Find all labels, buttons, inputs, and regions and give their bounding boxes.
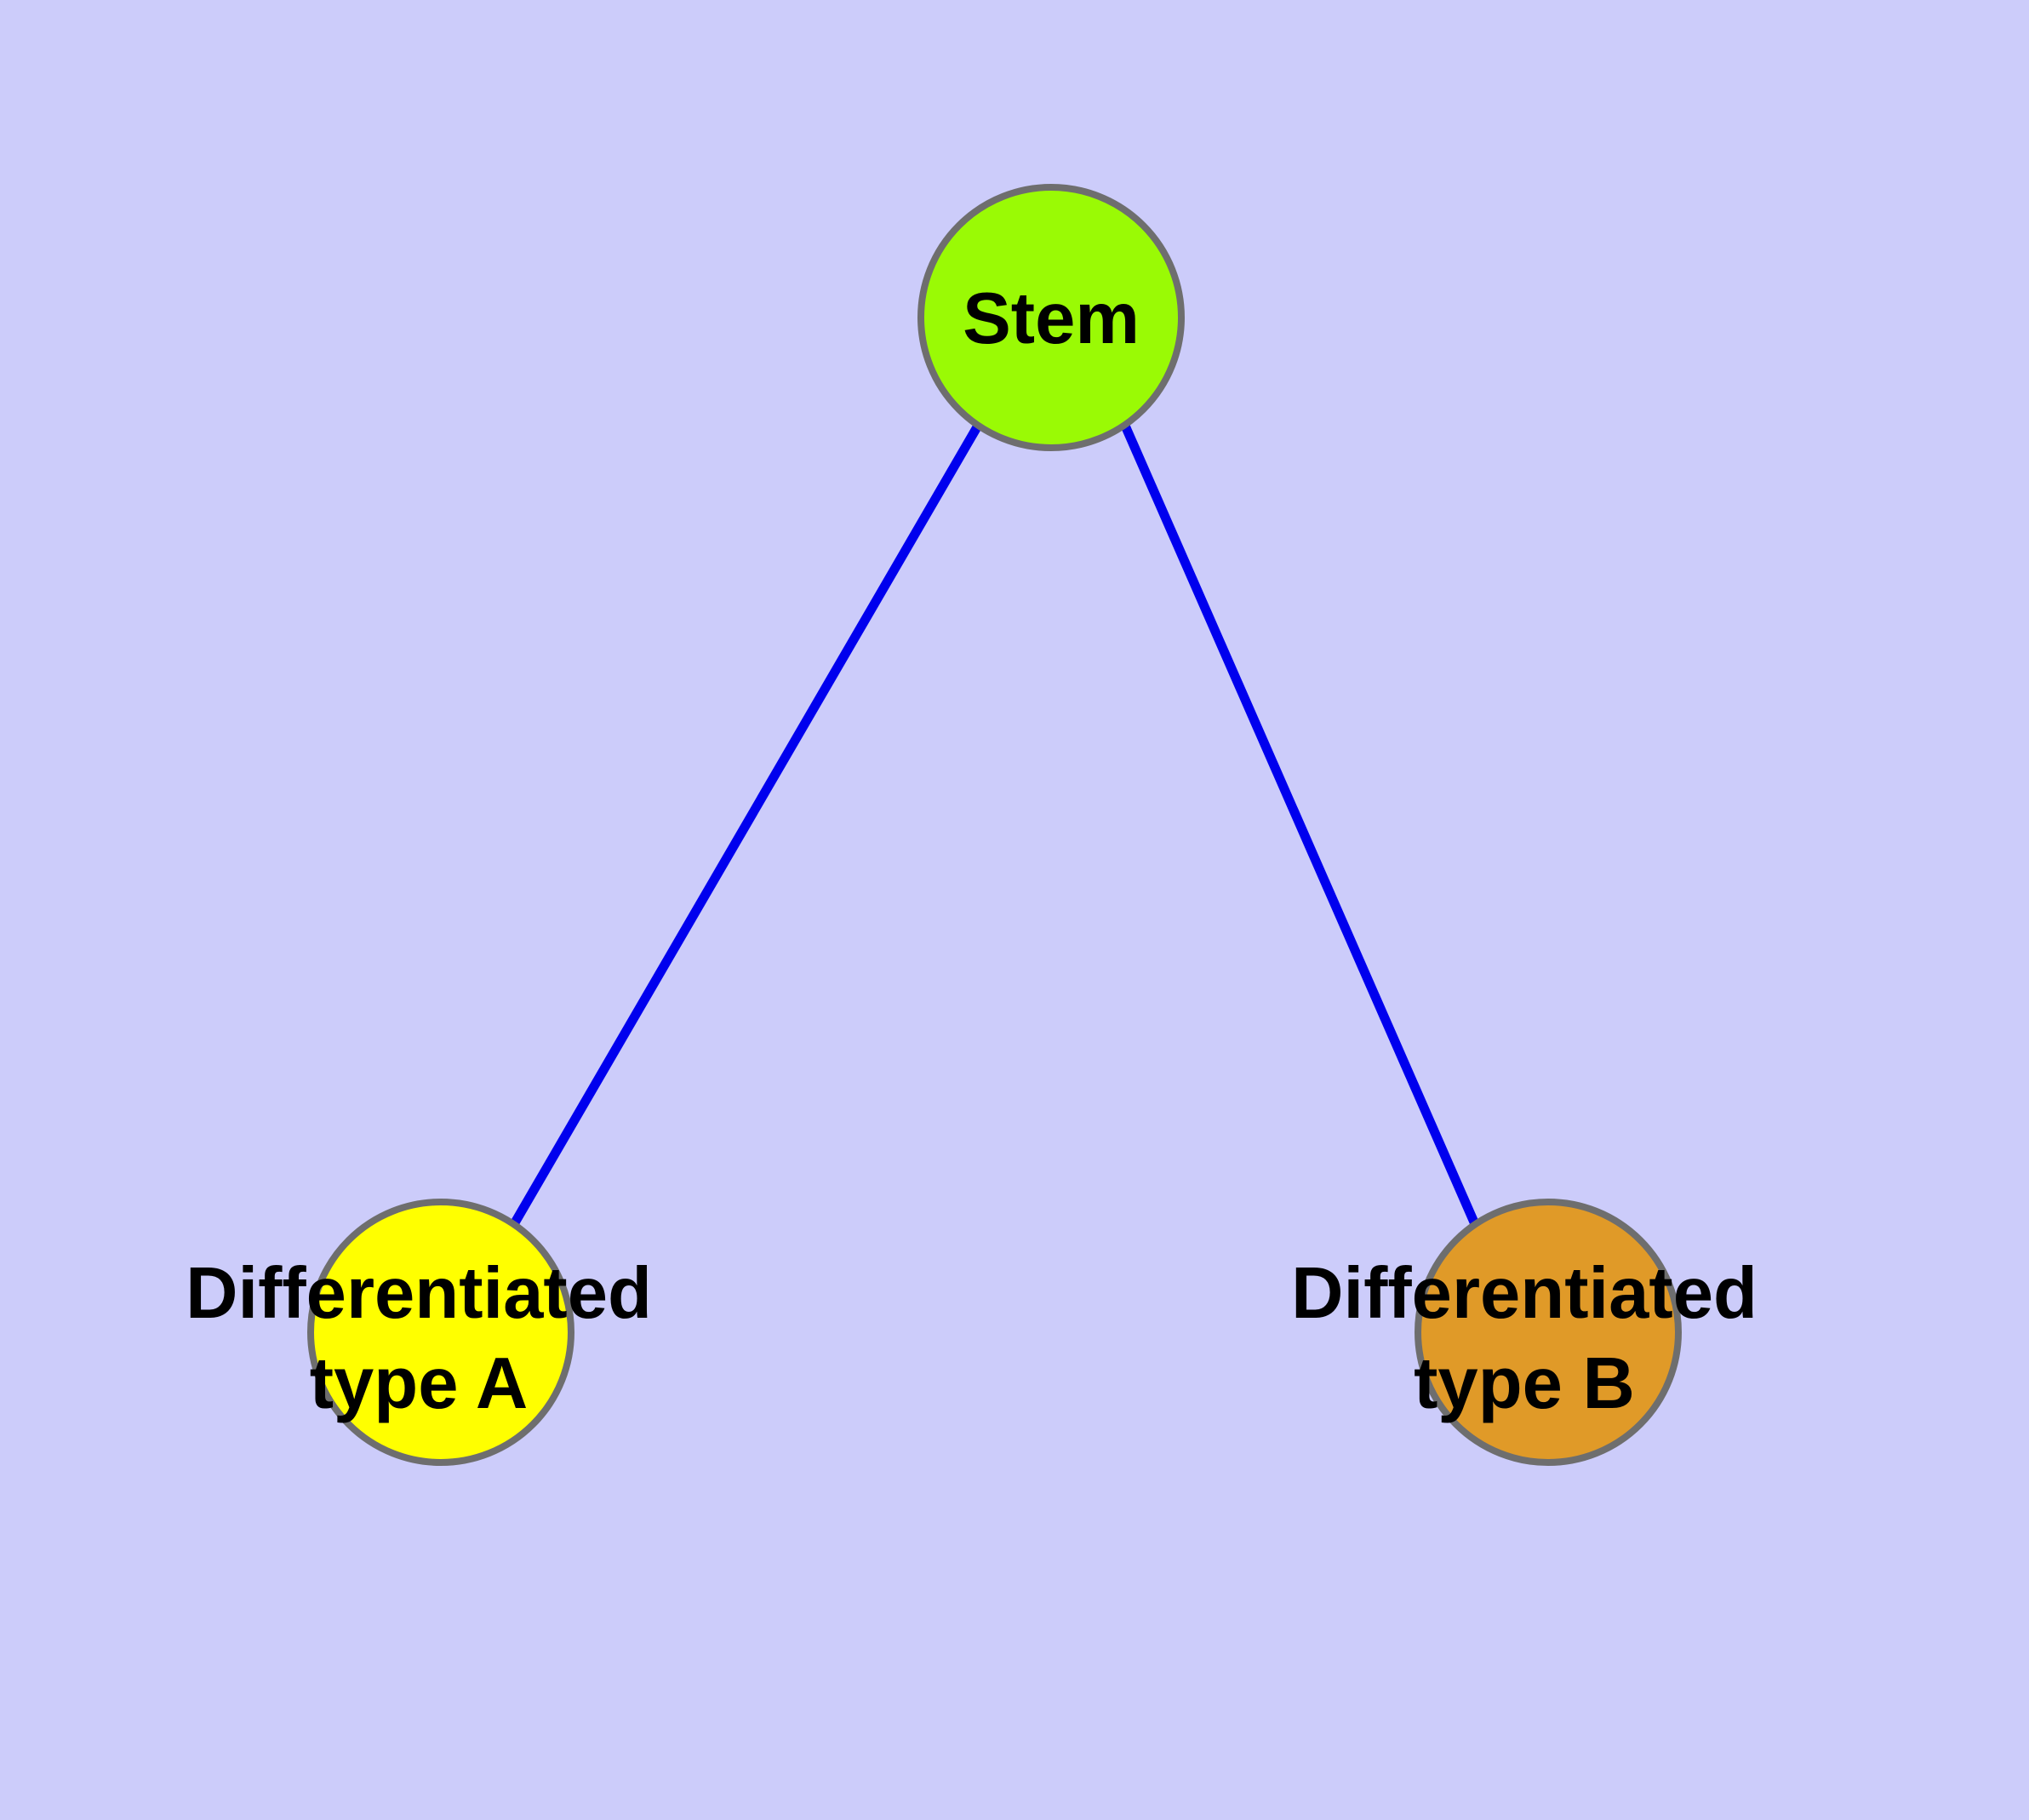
edges-group (510, 423, 1480, 1227)
node-differentiated-type-b[interactable] (1415, 1199, 1682, 1466)
node-label-line: type A (310, 1343, 529, 1424)
node-label-line: Differentiated (1291, 1253, 1758, 1334)
node-label-line: Stem (963, 278, 1140, 359)
node-label-line: type B (1414, 1343, 1635, 1424)
node-label-stem: Stem (963, 278, 1140, 359)
labels-group: Stem Differentiated type A Differentiated… (186, 278, 1758, 1424)
node-differentiated-type-a[interactable] (307, 1199, 574, 1466)
edge-stem-to-differentiated-type-a (510, 423, 982, 1227)
node-label-differentiated-type-a: Differentiated type A (186, 1253, 652, 1424)
node-label-differentiated-type-b: Differentiated type B (1291, 1253, 1758, 1424)
edge-stem-to-differentiated-type-b (1120, 423, 1480, 1227)
node-stem[interactable] (917, 184, 1185, 451)
node-label-line: Differentiated (186, 1253, 652, 1334)
nodes-group (307, 184, 1682, 1466)
